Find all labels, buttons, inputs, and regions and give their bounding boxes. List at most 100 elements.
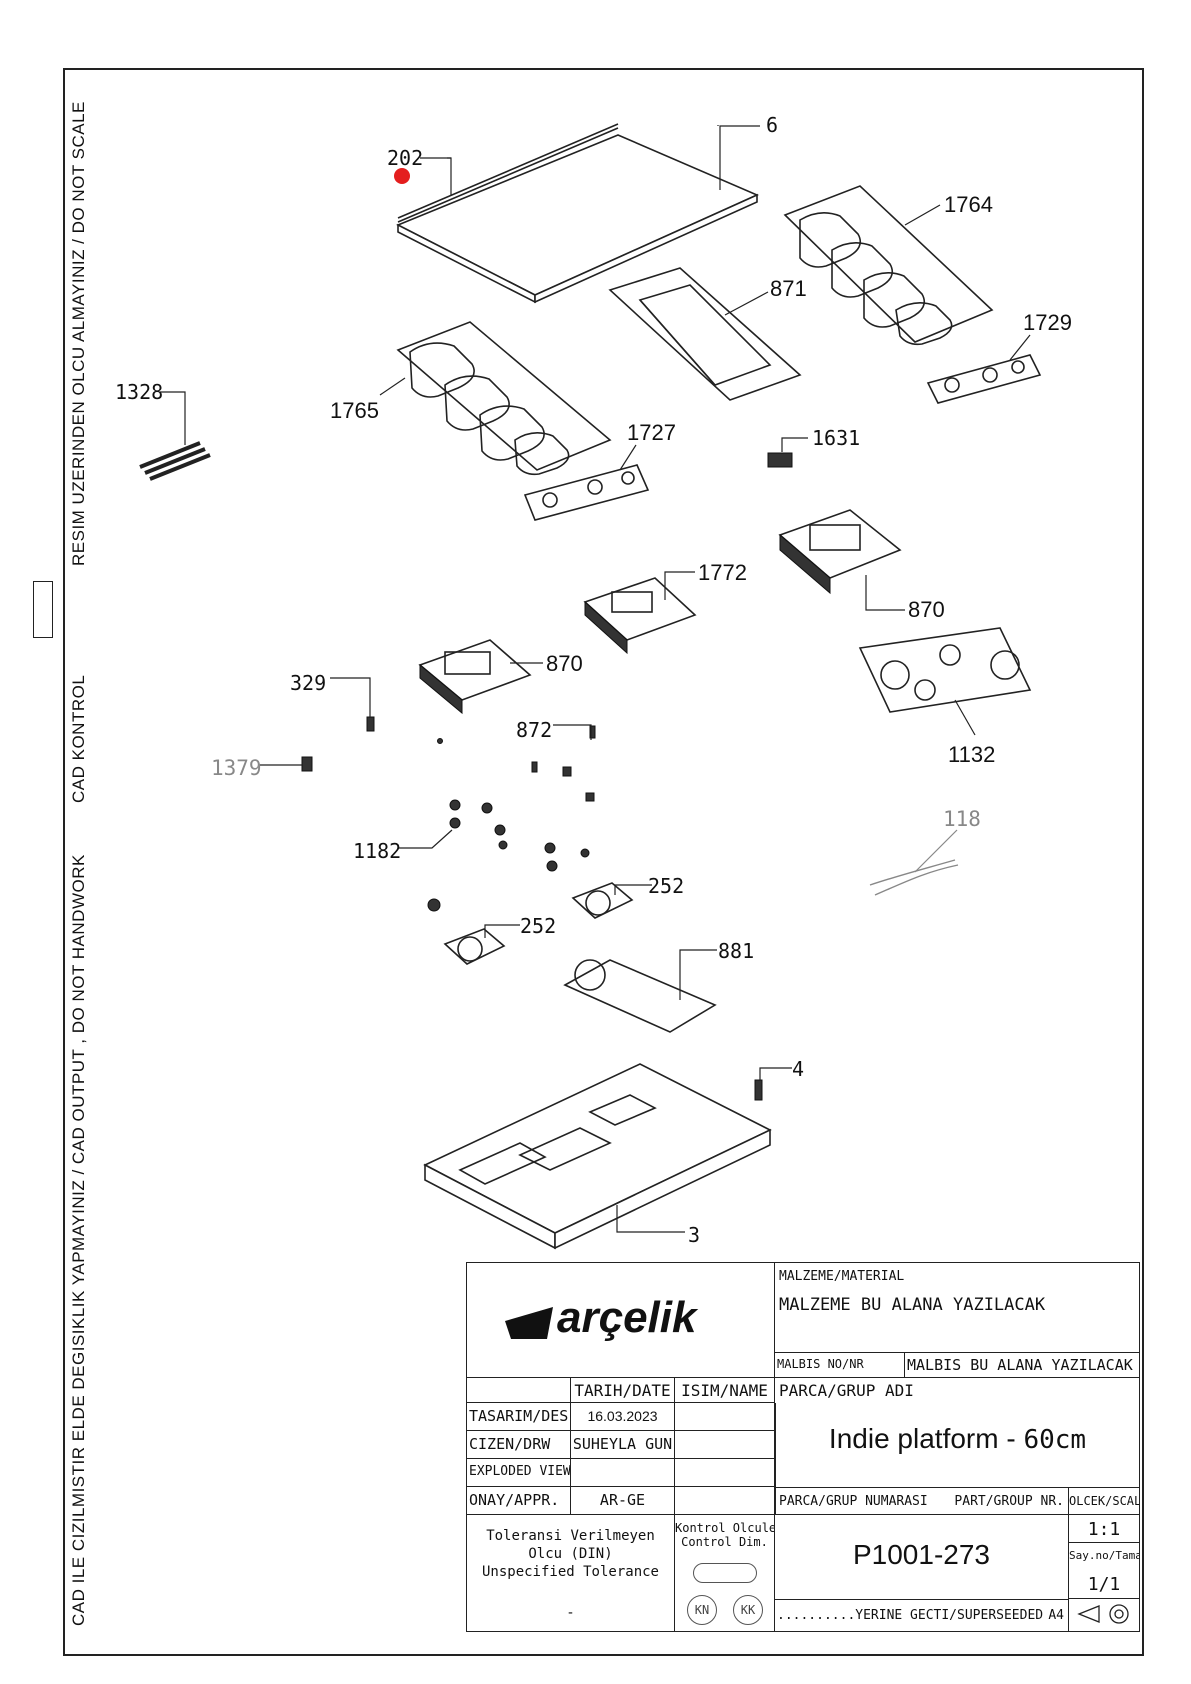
part-1182-feet	[427, 799, 590, 912]
callout-870-right: 870	[908, 597, 945, 622]
control-line-2: Control Dim.	[681, 1535, 768, 1549]
projection-symbol	[1069, 1599, 1139, 1631]
callout-202: 202	[387, 146, 423, 170]
row-drawn-name: SUHEYLA GUN	[571, 1431, 675, 1459]
logo-icon	[505, 1307, 553, 1339]
callout-1631: 1631	[812, 426, 860, 450]
brand-logo: arçelik	[557, 1293, 697, 1342]
drawing-title: Indie platform - 60cm	[775, 1403, 1139, 1487]
callout-6: 6	[766, 113, 778, 137]
date-header: TARIH/DATE	[571, 1378, 675, 1403]
part-bottom-tray	[423, 1063, 772, 1250]
row-drawn-label: CIZEN/DRW	[467, 1431, 571, 1459]
malbis-value: MALBIS BU ALANA YAZILACAK	[905, 1353, 1139, 1378]
callout-1727: 1727	[627, 420, 676, 445]
row-approved-name: AR-GE	[571, 1487, 675, 1515]
cad-control-box	[33, 581, 53, 638]
tolerance-line-1: Toleransi Verilmeyen	[486, 1528, 655, 1544]
superseded-label: ..........YERINE GECTI/SUPERSEEDED	[777, 1608, 1044, 1623]
row-approved-label: ONAY/APPR.	[467, 1487, 571, 1515]
part-4-bracket	[754, 1079, 763, 1101]
projection-symbol-icon	[1077, 1604, 1129, 1624]
callout-118: 118	[943, 807, 981, 831]
part-power-board	[858, 627, 1032, 713]
part-coil-holder-left	[396, 321, 612, 476]
callout-1765: 1765	[330, 398, 379, 423]
control-oval-icon	[692, 1563, 757, 1583]
callout-3: 3	[688, 1223, 700, 1247]
drawing-title-main: Indie platform -	[828, 1423, 1024, 1454]
callout-1729: 1729	[1023, 310, 1072, 335]
part-number-label-row: PARCA/GRUP NUMARASI PART/GROUP NR.	[775, 1487, 1069, 1515]
tolerance-line-3: Unspecified Tolerance	[481, 1564, 659, 1580]
part-fan-housing	[563, 959, 717, 1033]
part-control-panel-left	[523, 464, 650, 521]
part-872-screws	[437, 725, 596, 802]
sheet-value: 1/1	[1069, 1571, 1139, 1599]
callout-872: 872	[516, 718, 552, 742]
tolerance-note: Toleransi Verilmeyen Olcu (DIN) Unspecif…	[467, 1515, 675, 1599]
part-fan-left	[443, 928, 506, 965]
row-design-label: TASARIM/DES.	[467, 1403, 571, 1431]
part-coil-holder-right	[783, 185, 994, 346]
part-group-nr-label: PART/GROUP NR.	[954, 1494, 1064, 1509]
drawing-title-size: 60cm	[1023, 1425, 1087, 1455]
part-fan-right	[571, 882, 634, 919]
control-line-1: Kontrol Olculeri	[675, 1521, 775, 1535]
paper-size: A4	[1048, 1608, 1064, 1623]
material-label: MALZEME/MATERIAL	[779, 1269, 905, 1284]
part-1631-clip	[767, 452, 793, 468]
part-inverter-board-right	[778, 509, 902, 595]
part-329-screw	[366, 716, 375, 732]
row-exploded-label: EXPLODED VIEW	[467, 1459, 571, 1487]
tolerance-value: -	[467, 1599, 675, 1631]
control-dims: Kontrol Olculeri Control Dim. KN KK	[675, 1515, 775, 1631]
part-group-name-label: PARCA/GRUP ADI	[779, 1381, 914, 1400]
part-number: P1001-273	[852, 1539, 990, 1570]
part-group-number-label: PARCA/GRUP NUMARASI	[779, 1494, 928, 1509]
callout-1132: 1132	[948, 742, 995, 767]
part-inverter-board-left	[418, 639, 532, 715]
row-design-name	[675, 1403, 775, 1431]
part-1328-strips	[139, 441, 211, 481]
callout-252-right: 252	[648, 874, 684, 898]
malbis-label: MALBIS NO/NR	[775, 1353, 905, 1378]
material-cell: MALZEME/MATERIAL MALZEME BU ALANA YAZILA…	[775, 1263, 1139, 1353]
name-header: ISIM/NAME	[675, 1378, 775, 1403]
sheet-label: Say.no/Tamami	[1069, 1549, 1139, 1562]
kn-stamp: KN	[687, 1595, 717, 1625]
part-inverter-board-middle	[583, 577, 697, 655]
callout-329: 329	[290, 671, 326, 695]
scale-value: 1:1	[1069, 1515, 1139, 1543]
tolerance-line-2: Olcu (DIN)	[528, 1546, 613, 1562]
row-design-date: 16.03.2023	[571, 1403, 675, 1431]
part-118-wire	[869, 859, 959, 896]
callout-1772: 1772	[698, 560, 747, 585]
part-glass-top	[396, 123, 759, 304]
row-exploded-date	[571, 1459, 675, 1487]
callout-1379: 1379	[211, 756, 262, 780]
title-block: arçelik MALZEME/MATERIAL MALZEME BU ALAN…	[466, 1262, 1140, 1632]
row-approved-extra	[675, 1487, 775, 1515]
callout-1764: 1764	[944, 192, 993, 217]
row-drawn-extra	[675, 1431, 775, 1459]
callout-870-left: 870	[546, 651, 583, 676]
drawing-frame	[63, 68, 1144, 1656]
highlight-marker-icon	[394, 168, 410, 184]
callout-1328: 1328	[115, 380, 163, 404]
scale-label: OLCEK/SCALE	[1069, 1487, 1139, 1515]
header-blank	[467, 1378, 571, 1403]
callout-1182: 1182	[353, 839, 401, 863]
part-control-panel-right	[926, 354, 1042, 404]
part-mica-sheet	[608, 267, 802, 401]
callout-4: 4	[792, 1057, 804, 1081]
part-number-cell: P1001-273	[775, 1515, 1069, 1599]
row-exploded-name	[675, 1459, 775, 1487]
kk-stamp: KK	[733, 1595, 763, 1625]
callout-252-left: 252	[520, 914, 556, 938]
logo-area: arçelik	[467, 1263, 775, 1378]
material-value: MALZEME BU ALANA YAZILACAK	[779, 1295, 1046, 1315]
superseded-row: ..........YERINE GECTI/SUPERSEEDED A4	[775, 1599, 1069, 1631]
callout-881: 881	[718, 939, 754, 963]
